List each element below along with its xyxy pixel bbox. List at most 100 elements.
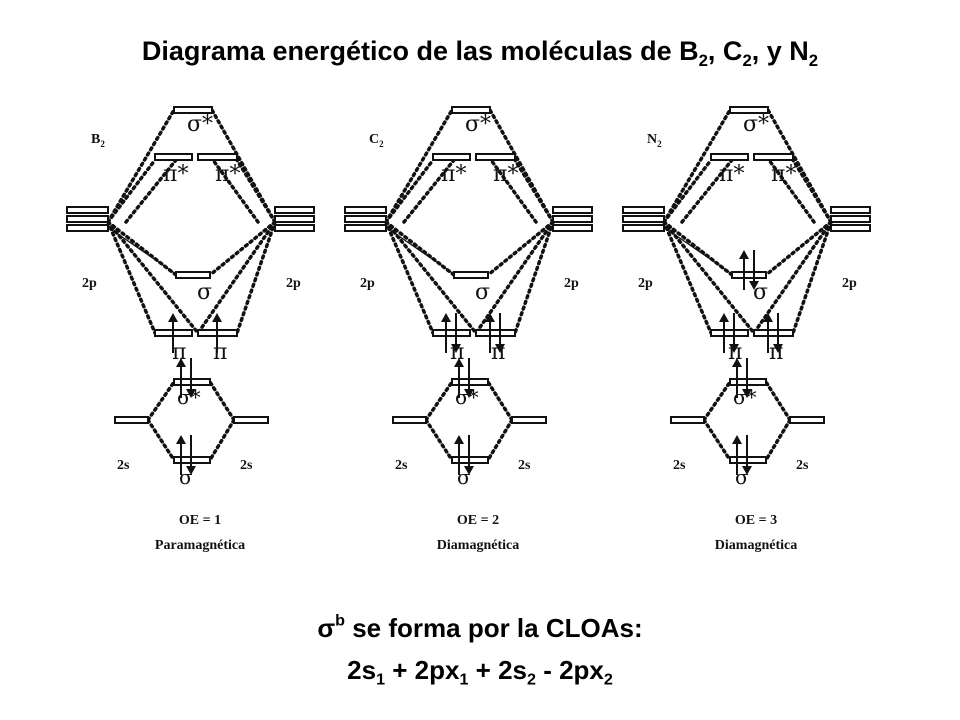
electron-pi-b-down-head [773, 344, 783, 353]
level-2p-right-2 [830, 224, 871, 232]
electron-sigma-star-2s-down-head [742, 389, 752, 398]
caption-magnetism: Paramagnética [155, 538, 245, 553]
label-sigma-star-2s: σ* [177, 385, 201, 409]
label-sigma-2s: σ [457, 465, 471, 489]
electron-sigma-star-2s-up-head [732, 358, 742, 367]
level-sigma-2p [731, 271, 767, 279]
line-2s-left-sigma-star [702, 380, 732, 422]
page-title: Diagrama energético de las moléculas de … [0, 36, 960, 70]
level-pi-star-2p-b [197, 153, 238, 161]
line-2p-left-pi-star-b [680, 158, 734, 224]
line-2p-left-sigma-star [106, 108, 176, 224]
line-2p-mixing [667, 229, 733, 275]
label-sigma-2s: σ [179, 465, 193, 489]
electron-sigma-2s-down-head [464, 466, 474, 475]
electron-sigma-star-2s-down-head [464, 389, 474, 398]
label-sigma-2s: σ [735, 465, 749, 489]
line-2p-left-pi-b [106, 220, 200, 335]
line-2p-right-pi-star [513, 158, 555, 224]
caption-bond-order: OE = 3 [735, 513, 777, 528]
line-2s-right-sigma [208, 418, 236, 462]
label-2s-left: 2s [117, 458, 130, 473]
level-pi-star-2p-a [432, 153, 471, 161]
level-2p-left-2 [344, 224, 387, 232]
caption-magnetism: Diamagnética [437, 538, 519, 553]
label-sigma-star-2p: σ* [465, 112, 491, 137]
line-2p-right-pi-star-b [767, 158, 816, 224]
level-2s-left [670, 416, 705, 424]
caption-magnetism: Diamagnética [715, 538, 797, 553]
label-pi-star-a: π* [441, 162, 466, 187]
level-2p-right-0 [274, 206, 315, 214]
formula-subscript-2: 2 [527, 670, 536, 689]
label-pi-a: π [450, 340, 464, 365]
line-2p-right-sigma [764, 220, 833, 277]
electron-pi-b-down-head [495, 344, 505, 353]
cloa-text: se forma por la CLOAs: [345, 613, 643, 643]
line-2p-right-pi-b [196, 220, 277, 335]
level-2p-right-1 [274, 215, 315, 223]
electron-sigma-2s-up-head [732, 435, 742, 444]
title-text: Diagrama energético de las moléculas de … [141, 36, 699, 66]
level-2p-left-1 [622, 215, 665, 223]
label-sigma-star-2p: σ* [187, 112, 213, 137]
label-2p-left: 2p [360, 276, 375, 291]
level-pi-star-2p-b [475, 153, 516, 161]
electron-sigma-2p-up-head [739, 250, 749, 259]
line-2s-left-sigma [424, 418, 454, 462]
level-2s-left [114, 416, 149, 424]
line-2s-right-sigma [764, 418, 792, 462]
molecule-subscript: 2 [657, 139, 662, 149]
level-2p-left-1 [66, 215, 109, 223]
sigma-superscript: b [335, 611, 345, 630]
title-subscript-c: 2 [742, 50, 752, 70]
line-2p-left-pi [662, 220, 713, 335]
line-2s-right-sigma-star [764, 380, 792, 422]
level-sigma-2p [175, 271, 211, 279]
label-pi-b: π [769, 340, 783, 365]
line-2p-right-pi-star-b [211, 158, 260, 224]
line-2s-left-sigma [146, 418, 176, 462]
label-pi-a: π [728, 340, 742, 365]
molecule-subscript: 2 [379, 139, 384, 149]
title-separator-c: , C [707, 36, 743, 66]
line-2s-left-sigma-star [146, 380, 176, 422]
line-2p-right-pi-b [474, 220, 555, 335]
electron-pi-a-head [168, 313, 178, 322]
caption-bond-order: OE = 2 [457, 513, 499, 528]
electron-sigma-2s-down-head [742, 466, 752, 475]
level-2p-right-2 [274, 224, 315, 232]
level-2p-left-0 [344, 206, 387, 214]
level-pi-2p-b [753, 329, 794, 337]
label-pi-b: π [491, 340, 505, 365]
line-2p-left-pi-b [662, 220, 756, 335]
formula-term-3: - 2px [535, 655, 604, 685]
label-2p-left: 2p [638, 276, 653, 291]
cloa-statement: σb se forma por la CLOAs: [0, 613, 960, 644]
title-subscript-n: 2 [808, 50, 819, 70]
line-2s-left-sigma [702, 418, 732, 462]
level-pi-star-2p-b [753, 153, 794, 161]
level-2s-right [233, 416, 269, 424]
electron-pi-a-down-head [729, 344, 739, 353]
level-2p-right-2 [552, 224, 593, 232]
label-pi-star-a: π* [163, 162, 188, 187]
level-2s-left [392, 416, 427, 424]
label-sigma-star-2s: σ* [733, 385, 757, 409]
level-pi-2p-a [432, 329, 471, 337]
molecule-subscript: 2 [100, 139, 105, 149]
level-2p-left-0 [622, 206, 665, 214]
level-sigma-star-2p [729, 106, 769, 114]
electron-sigma-2s-up-head [454, 435, 464, 444]
formula-subscript-0: 1 [376, 670, 386, 689]
label-2p-left: 2p [82, 276, 97, 291]
line-2p-left-pi-b [384, 220, 478, 335]
level-2p-right-0 [552, 206, 593, 214]
molecule-symbol: N2 [647, 132, 662, 149]
line-2p-left-pi-star [106, 158, 157, 224]
line-2p-left-sigma-star [662, 108, 732, 224]
label-pi-a: π [172, 340, 186, 365]
electron-pi-a-down-head [451, 344, 461, 353]
label-pi-b: π [213, 340, 227, 365]
